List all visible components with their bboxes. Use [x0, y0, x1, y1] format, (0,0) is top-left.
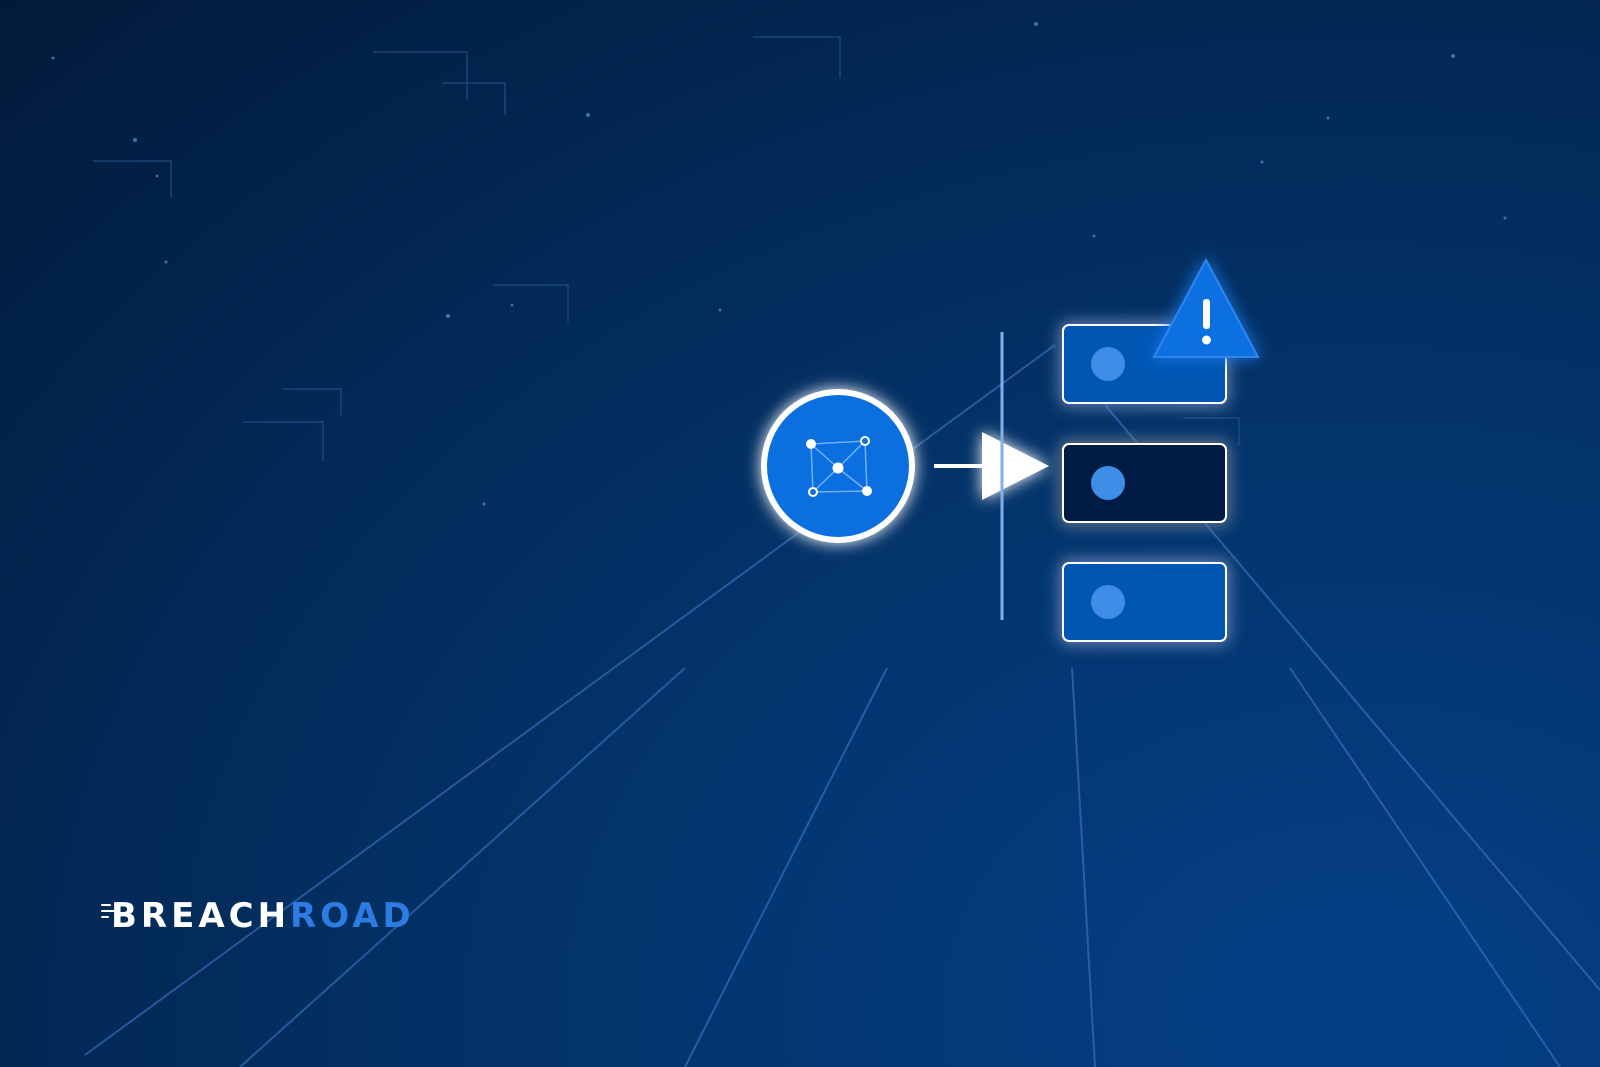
- corner-brackets: [93, 36, 1240, 462]
- star-dot: [1260, 160, 1264, 164]
- perspective-road-lines: [84, 344, 1600, 1067]
- star-dot: [164, 260, 168, 264]
- network-graph-node: [832, 462, 844, 474]
- corner-bracket: [1183, 417, 1240, 446]
- star-dot: [1326, 116, 1330, 120]
- warning-triangle-icon: [1152, 257, 1260, 358]
- star-dot: [1451, 54, 1455, 58]
- star-dots: [51, 22, 1507, 506]
- warning-triangle-shape: [1152, 257, 1260, 358]
- road-line: [684, 667, 888, 1067]
- road-line: [239, 667, 686, 1067]
- arrow-head: [982, 432, 1049, 500]
- list-item-1: [1062, 324, 1227, 404]
- road-line: [1071, 667, 1096, 1067]
- network-graph-node: [806, 439, 816, 449]
- list-box: [1062, 562, 1227, 642]
- network-graph-link: [812, 467, 839, 493]
- road-line: [1289, 667, 1561, 1067]
- list-box: [1062, 324, 1227, 404]
- star-dot: [1034, 22, 1038, 26]
- logo-text-road: ROAD: [290, 896, 415, 936]
- star-dot: [1503, 216, 1507, 220]
- star-dot: [510, 303, 514, 307]
- list-item-2: [1062, 443, 1227, 523]
- corner-bracket: [493, 284, 569, 322]
- corner-bracket: [93, 160, 172, 198]
- list-item-3: [1062, 562, 1227, 642]
- logo-speed-lines: [101, 902, 119, 922]
- road-line: [84, 344, 1056, 1056]
- star-dot: [51, 56, 55, 60]
- corner-bracket: [373, 51, 468, 100]
- warning-exclamation-bar: [1203, 299, 1210, 329]
- network-graph-outline: [810, 440, 868, 493]
- star-dot: [155, 174, 159, 178]
- network-graph-node: [808, 487, 818, 497]
- corner-bracket: [243, 421, 324, 462]
- star-dot: [482, 502, 486, 506]
- corner-bracket: [442, 82, 506, 115]
- network-graph-link: [837, 440, 866, 469]
- arrow-right-icon: [934, 432, 1049, 500]
- network-graph-node: [862, 486, 872, 496]
- list-dot: [1091, 585, 1125, 619]
- star-dot: [718, 308, 722, 312]
- network-graph-link: [810, 443, 839, 469]
- network-graph-glyph: [810, 440, 868, 493]
- warning-exclamation-dot: [1202, 335, 1211, 345]
- corner-bracket: [283, 388, 342, 415]
- star-dot: [1092, 234, 1096, 238]
- star-dot: [133, 138, 137, 142]
- network-graph-link: [837, 467, 868, 492]
- corner-bracket: [753, 36, 841, 78]
- list-dot: [1091, 347, 1125, 381]
- network-node-fill: [767, 395, 909, 537]
- network-graph-nodes: [806, 436, 872, 497]
- logo-text-breach: BREACH: [111, 896, 291, 936]
- star-dot: [446, 314, 450, 318]
- network-node-ring: [761, 389, 915, 543]
- list-box: [1062, 443, 1227, 523]
- star-dot: [586, 113, 590, 117]
- network-node-icon: [761, 389, 915, 543]
- network-graph-node: [860, 436, 870, 446]
- list-dot: [1091, 466, 1125, 500]
- road-line: [1104, 404, 1600, 991]
